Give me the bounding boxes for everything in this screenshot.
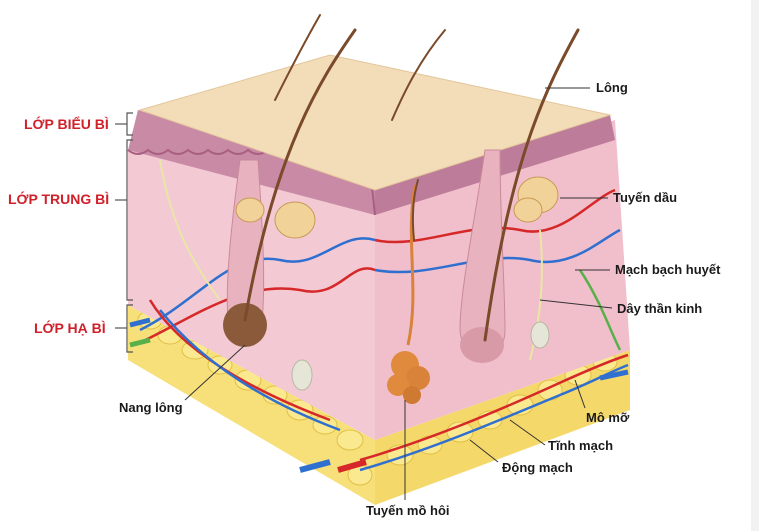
vessel-ends [129, 317, 629, 473]
leader-lines [184, 87, 613, 500]
hair-shafts [243, 14, 580, 342]
label-sweat-gland: Tuyến mồ hôi [366, 503, 450, 518]
sebaceous-gland-right [513, 176, 559, 223]
label-sebaceous-gland: Tuyến dầu [613, 190, 678, 205]
label-hair: Lông [596, 80, 628, 95]
nerve-receptor [530, 321, 550, 349]
right-edge-strip [751, 0, 759, 531]
label-epidermis: LỚP BIỂU BÌ [24, 116, 109, 132]
label-dermis: LỚP TRUNG BÌ [8, 191, 110, 207]
label-vein: Tĩnh mạch [548, 438, 614, 453]
hair-follicle-right [459, 149, 506, 363]
label-hair-follicle: Nang lông [119, 400, 183, 415]
skin-surface [138, 54, 612, 191]
label-hypodermis: LỚP HẠ BÌ [34, 320, 106, 336]
label-lymph-vessel: Mạch bạch huyết [615, 262, 721, 277]
label-nerve: Dây thần kinh [617, 301, 703, 316]
label-fat: Mô mỡ [586, 410, 630, 425]
nerve-receptor [291, 359, 313, 391]
sebaceous-gland-left [235, 197, 316, 239]
layer-brackets [115, 112, 133, 353]
label-artery: Động mạch [502, 460, 573, 475]
